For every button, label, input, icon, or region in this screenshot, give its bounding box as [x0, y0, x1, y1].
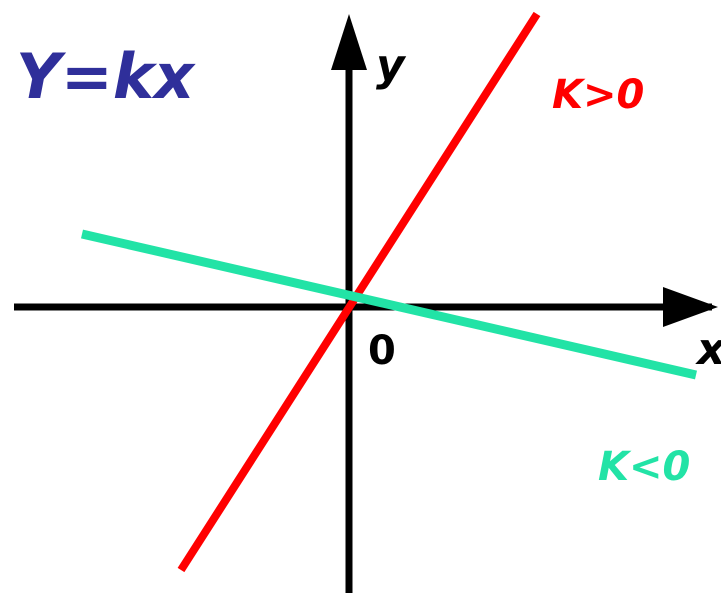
- negative-k-label: K<0: [598, 444, 690, 490]
- positive-slope-line: [177, 11, 541, 573]
- x-axis-arrowhead: [663, 287, 718, 327]
- y-axis-label: y: [376, 40, 407, 91]
- y-axis-arrowhead: [331, 14, 367, 70]
- positive-k-label: K>0: [552, 72, 644, 118]
- origin-label: 0: [368, 328, 396, 374]
- formula-title: Y=kx: [16, 40, 196, 113]
- negative-slope-line: [80, 229, 698, 380]
- x-axis-label: x: [695, 324, 721, 375]
